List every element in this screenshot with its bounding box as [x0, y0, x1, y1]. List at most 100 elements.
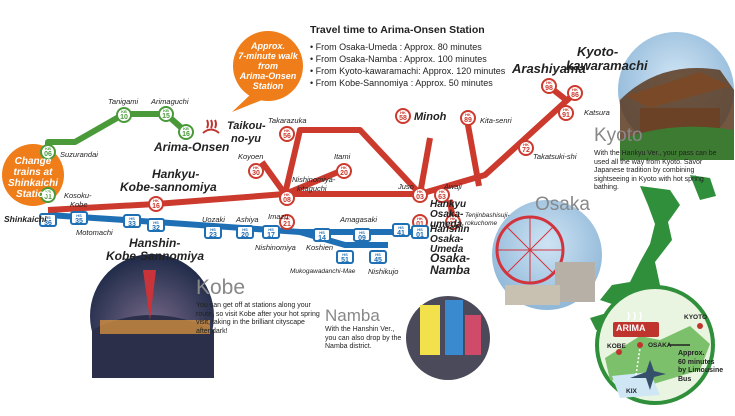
- badge-line-code: HK: [465, 112, 471, 117]
- badge-line-code: KB: [121, 109, 127, 114]
- badge-line-code: HS: [342, 252, 348, 257]
- station-nishikujo: Nishikujo: [368, 267, 399, 276]
- badge-station-number: 08: [283, 197, 291, 204]
- badge-station-number: 21: [283, 221, 291, 228]
- badge-line-code: HK: [284, 128, 290, 133]
- inset-kix-label: KIX: [626, 388, 637, 395]
- taikou-no-yu-2: no-yu: [231, 133, 261, 145]
- station-mukogawadanchi-mae: Mukogawadanchi-Mae: [290, 268, 356, 275]
- badge-station-number: 72: [522, 147, 530, 154]
- badge-line-code: KB: [45, 189, 51, 194]
- station-hankyu-kobe-sannomiya-2: Kobe-sannomiya: [120, 180, 217, 194]
- station-takatsuki-shi: Takatsuki-shi: [533, 152, 577, 161]
- station-ashiya: Ashiya: [236, 215, 259, 224]
- travel-row-kobe: • From Kobe-Sannomiya : Approx. 50 minut…: [310, 78, 493, 88]
- badge-station-number: 10: [120, 114, 128, 121]
- badge-station-number: 01: [44, 194, 52, 201]
- badge-station-number: 16: [182, 131, 190, 138]
- badge-station-number: 98: [545, 85, 553, 92]
- badge-station-number: 14: [318, 235, 326, 242]
- kobe-photo: [90, 254, 214, 378]
- area-kobe-title: Kobe: [196, 276, 246, 299]
- badge-station-number: 20: [340, 170, 348, 177]
- inset-hot-spring-icon: [627, 311, 642, 321]
- badge-station-number: 33: [128, 221, 136, 228]
- station-nishinomiya: Nishinomiya: [255, 243, 296, 252]
- badge-line-code: HK: [341, 165, 347, 170]
- namba-photo: [406, 296, 490, 380]
- inset-kobe-label: KOBE: [607, 343, 626, 350]
- station-arimaguchi: Arimaguchi: [151, 97, 189, 106]
- badge-line-code: HK: [523, 142, 529, 147]
- badge-station-number: 45: [374, 257, 382, 264]
- badge-line-code: HS: [359, 230, 365, 235]
- badge-station-number: 36: [44, 220, 52, 227]
- station-koshien: Koshien: [306, 243, 334, 252]
- station-suzurandai: Suzurandai: [60, 150, 98, 159]
- area-namba-title: Namba: [325, 306, 380, 325]
- station-shinkaichi: Shinkaichi: [4, 214, 47, 224]
- travel-time-title: Travel time to Arima-Onsen Station: [310, 24, 485, 36]
- badge-station-number: 35: [75, 218, 83, 225]
- badge-station-number: 89: [464, 117, 472, 124]
- travel-row-umeda: • From Osaka-Umeda : Approx. 80 minutes: [310, 42, 482, 52]
- badge-line-code: HS: [398, 225, 404, 230]
- station-tanigami: Tanigami: [108, 97, 139, 106]
- badge-line-code: HS: [129, 216, 135, 221]
- badge-line-code: HK: [417, 189, 423, 194]
- badge-station-number: 30: [252, 170, 260, 177]
- badge-station-number: 01: [416, 232, 424, 239]
- station-arashiyama: Arashiyama: [512, 61, 586, 76]
- station-kyoto-kawaramachi-2: kawaramachi: [566, 58, 648, 73]
- badge-line-code: KB: [183, 126, 189, 131]
- station-koyoen: Koyoen: [238, 152, 264, 161]
- badge-line-code: HS: [242, 227, 248, 232]
- badge-station-number: 23: [209, 232, 217, 239]
- badge-line-code: HS: [268, 227, 274, 232]
- badge-line-code: KB: [45, 146, 51, 151]
- airplane-icon: [630, 360, 666, 390]
- station-tenjinbashisuji-rokuchome: Tenjinbashisuji-rokuchome: [465, 212, 510, 227]
- badge-line-code: HS: [375, 252, 381, 257]
- area-kyoto-text: With the Hankyu Ver., your pass can be u…: [594, 150, 717, 192]
- station-nishinomiya-kitaguchi-2: kitaguchi: [297, 184, 327, 193]
- area-kyoto-title: Kyoto: [594, 125, 643, 146]
- badge-line-code: HK: [563, 107, 569, 112]
- station-osaka-namba-1: Osaka-: [430, 251, 471, 265]
- station-katsura: Katsura: [584, 108, 610, 117]
- hankyu-line: [47, 81, 578, 223]
- badge-station-number: 56: [283, 133, 291, 140]
- badge-line-code: HS: [153, 220, 159, 225]
- walk-callout-shape: [232, 31, 303, 112]
- badge-station-number: 09: [358, 235, 366, 242]
- kyoto-photo: [618, 32, 734, 160]
- badge-line-code: HK: [153, 198, 159, 203]
- badge-line-code: HS: [319, 230, 325, 235]
- station-kyoto-kawaramachi-1: Kyoto-: [577, 44, 619, 59]
- station-nishinomiya-kitaguchi-1: Nishinomiya-: [292, 175, 336, 184]
- badge-station-number: 63: [438, 194, 446, 201]
- station-kosoku-kobe-1: Kosoku-: [64, 191, 92, 200]
- station-amagasaki: Amagasaki: [340, 215, 378, 224]
- badge-station-number: 15: [162, 113, 170, 120]
- station-juso: Juso: [398, 182, 414, 191]
- badge-line-code: HS: [417, 227, 423, 232]
